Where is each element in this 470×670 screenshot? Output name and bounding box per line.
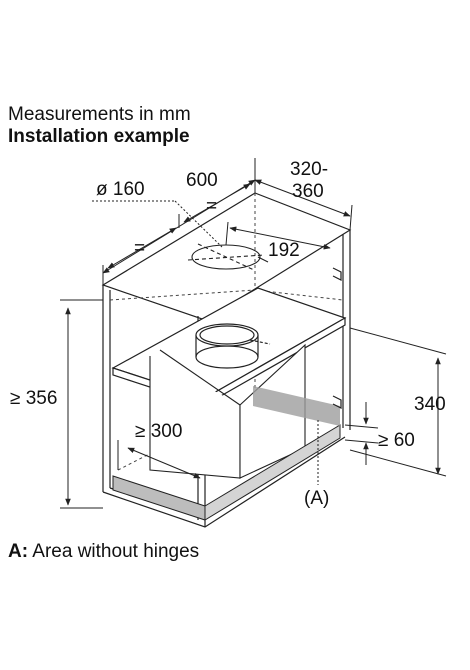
dim-diameter-label: ø 160 [96, 179, 145, 200]
hinge-free-area [253, 386, 340, 426]
dim-offset-label: 192 [268, 240, 300, 261]
duct-collar [195, 323, 271, 369]
legend-key: A: [8, 541, 29, 562]
hinge-marks [332, 267, 342, 409]
dim-depth [254, 179, 353, 231]
legend-text: Area without hinges [32, 541, 200, 562]
dim-min-gap-label: ≥ 60 [378, 430, 415, 451]
dim-192 [225, 221, 331, 250]
dim-width [102, 158, 256, 285]
dim-depth-label-1: 320- [290, 159, 328, 180]
hood-body [149, 343, 306, 479]
dim-min-gap [344, 402, 379, 465]
dim-min-width-label: ≥ 300 [135, 421, 182, 442]
dim-equal-left-label: = [134, 238, 145, 259]
dim-equal-top-label: = [206, 196, 217, 217]
dim-min-width [117, 440, 201, 479]
dim-min-height [60, 299, 103, 509]
bottom-shade [112, 475, 206, 521]
caption-measurements: Measurements in mm [8, 104, 191, 125]
dim-340-label: 340 [414, 394, 446, 415]
dim-min-height-label: ≥ 356 [10, 388, 57, 409]
top-hole [187, 243, 269, 271]
dim-equal [107, 183, 251, 269]
dim-width-label: 600 [186, 170, 218, 191]
caption-installation-example: Installation example [8, 126, 190, 147]
cabinet [101, 192, 352, 528]
dim-depth-label-2: 360 [292, 181, 324, 202]
legend-footer: A: Area without hinges [8, 541, 199, 563]
label-a: (A) [304, 488, 329, 509]
